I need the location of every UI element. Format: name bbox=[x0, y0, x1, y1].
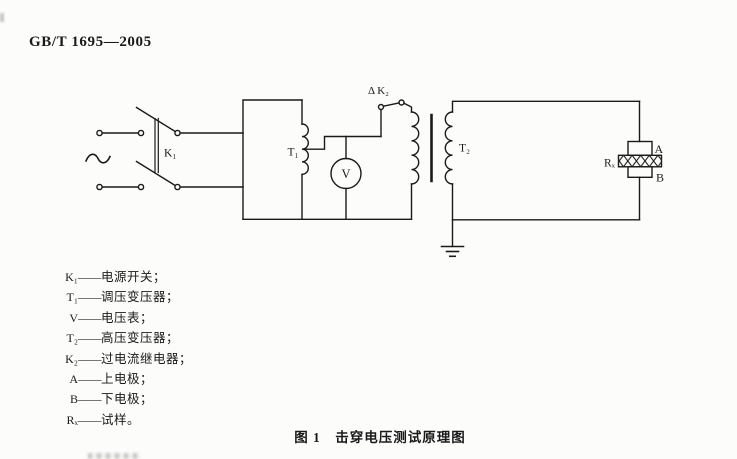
legend-symbol: K₁ bbox=[65, 270, 78, 284]
legend-item: B——下电极； bbox=[40, 389, 192, 409]
terminal bbox=[137, 129, 145, 137]
legend-description: 电压表； bbox=[101, 310, 154, 325]
legend-dash: —— bbox=[78, 412, 102, 427]
switch-blade bbox=[135, 160, 177, 187]
specimen-bar bbox=[617, 154, 663, 168]
legend-description: 过电流继电器； bbox=[101, 351, 193, 366]
legend-description: 下电极； bbox=[101, 392, 154, 407]
t1-transformer: T₁ bbox=[242, 99, 382, 220]
voltmeter: V bbox=[330, 135, 362, 221]
legend-dash: —— bbox=[78, 392, 102, 407]
legend-dash: —— bbox=[78, 310, 102, 325]
legend-symbol: T₁ bbox=[66, 290, 78, 305]
rx-label: Rₓ bbox=[604, 158, 616, 170]
legend-dash: —— bbox=[78, 351, 102, 366]
terminal bbox=[398, 99, 405, 106]
legend-item: A——上电极； bbox=[40, 369, 192, 389]
specimen-circuit: A B Rₓ bbox=[451, 100, 664, 221]
legend-description: 上电极； bbox=[101, 371, 154, 386]
legend-dash: —— bbox=[78, 270, 102, 284]
legend-item: T₂——高压变压器； bbox=[40, 328, 192, 348]
ground-symbol bbox=[440, 219, 465, 258]
wire bbox=[451, 100, 641, 113]
legend-item: Rₓ——试样。 bbox=[40, 410, 192, 430]
figure-legend: K₁——电源开关； T₁——调压变压器； V——电压表； T₂——高压变压器； … bbox=[40, 267, 192, 430]
terminal bbox=[174, 183, 181, 191]
legend-symbol: B bbox=[69, 392, 78, 407]
t2-primary-coil bbox=[410, 111, 420, 185]
t1-label: T₁ bbox=[287, 147, 298, 159]
terminal bbox=[96, 183, 103, 191]
legend-description: 高压变压器； bbox=[101, 331, 180, 346]
t2-label: T₂ bbox=[459, 143, 470, 155]
scan-edge-smudge bbox=[0, 13, 4, 22]
upper-electrode bbox=[627, 140, 653, 157]
terminal bbox=[137, 183, 145, 191]
t1-body bbox=[242, 99, 303, 220]
voltmeter-label: V bbox=[341, 167, 350, 181]
switch-blade bbox=[135, 106, 177, 133]
k1-switch: K₁ bbox=[135, 106, 181, 191]
legend-item: K₂——过电流继电器； bbox=[40, 349, 192, 369]
legend-description: 调压变压器； bbox=[101, 290, 180, 305]
k1-label: K₁ bbox=[164, 148, 176, 160]
t1-coil bbox=[301, 123, 309, 176]
legend-description: 电源开关； bbox=[101, 270, 167, 284]
legend-description: 试样。 bbox=[101, 412, 141, 427]
electrode-a-label: A bbox=[655, 142, 664, 156]
legend-symbol: K₂ bbox=[65, 351, 78, 366]
legend-dash: —— bbox=[78, 290, 102, 305]
page-bleed-fragment bbox=[88, 453, 140, 459]
lower-electrode bbox=[627, 166, 653, 179]
legend-symbol: A bbox=[69, 371, 78, 386]
k2-relay: Δ K₂ bbox=[368, 85, 413, 138]
legend-dash: —— bbox=[78, 371, 102, 386]
k2-label: Δ K₂ bbox=[368, 85, 389, 97]
legend-item: T₁——调压变压器； bbox=[40, 287, 192, 307]
circuit-diagram: K₁ T₁ V Δ K₂ bbox=[84, 85, 664, 258]
legend-symbol: T₂ bbox=[66, 331, 78, 346]
legend-item: K₁——电源开关； bbox=[40, 267, 192, 287]
terminal bbox=[174, 129, 181, 137]
ac-wave-icon bbox=[84, 153, 112, 164]
terminal bbox=[96, 129, 103, 137]
t2-transformer: T₂ bbox=[410, 100, 641, 221]
standard-number: GB/T 1695—2005 bbox=[29, 34, 152, 50]
t2-secondary-coil bbox=[444, 111, 454, 185]
legend-symbol: Rₓ bbox=[66, 412, 78, 427]
ac-source bbox=[84, 129, 145, 191]
electrode-b-label: B bbox=[656, 171, 664, 185]
legend-dash: —— bbox=[78, 331, 102, 346]
legend-item: V——电压表； bbox=[40, 308, 192, 328]
figure-caption: 图 1 击穿电压测试原理图 bbox=[294, 430, 466, 445]
relay-blade bbox=[382, 102, 400, 108]
terminal bbox=[377, 103, 385, 111]
wire bbox=[403, 102, 413, 113]
legend-symbol: V bbox=[69, 310, 78, 325]
t1-tap-wire bbox=[302, 135, 382, 150]
